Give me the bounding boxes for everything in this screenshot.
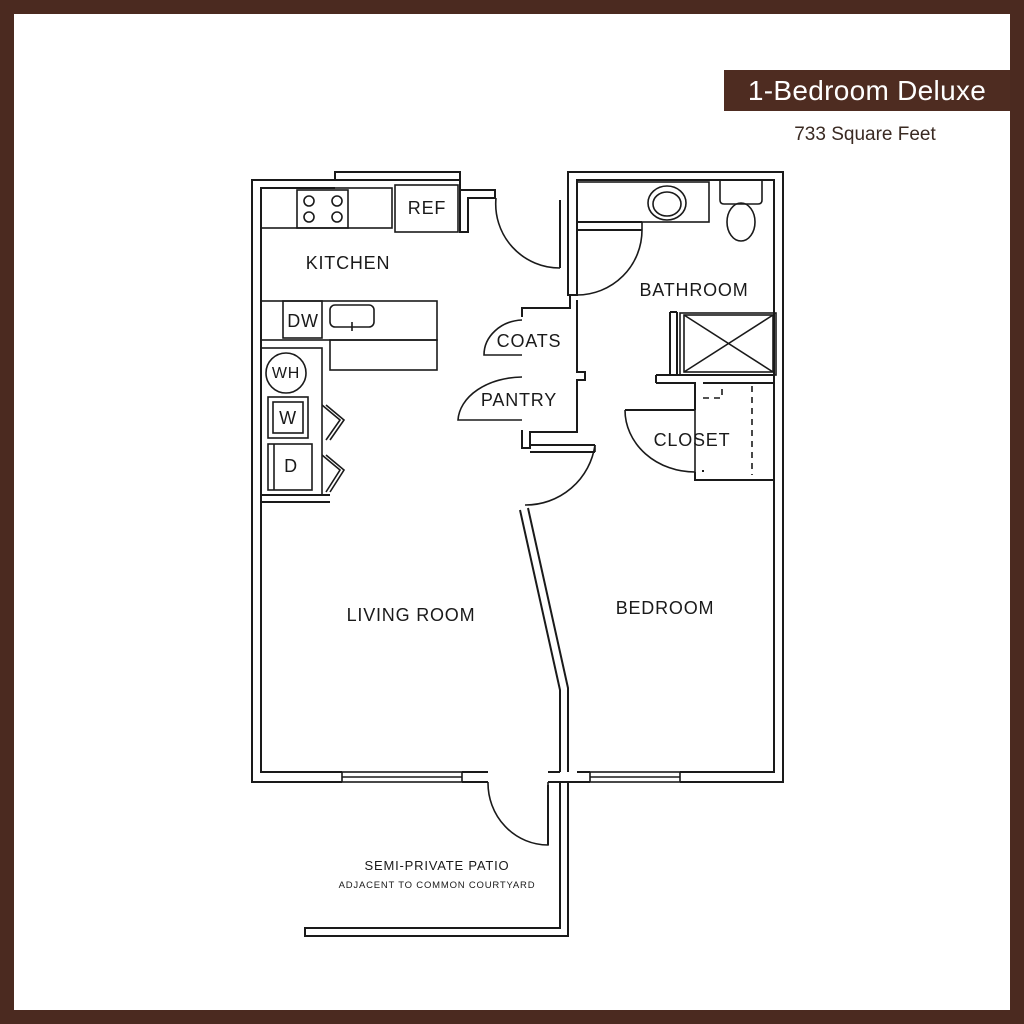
patio-door-swing [487, 781, 549, 846]
label-bathroom: BATHROOM [639, 280, 748, 300]
label-patio: SEMI-PRIVATE PATIO [365, 858, 510, 873]
label-d: D [284, 456, 298, 476]
interior-walls [519, 200, 774, 772]
dryer [267, 443, 313, 491]
bathroom-door-swing [576, 229, 643, 296]
bathroom-fixtures [576, 180, 777, 475]
bathroom-sink-icon [647, 185, 687, 221]
entry-door-swing [494, 197, 561, 269]
vanity [576, 181, 710, 223]
dishwasher [282, 300, 323, 339]
coats-door-swing [483, 319, 523, 356]
label-closet: CLOSET [654, 430, 731, 450]
doors [321, 197, 696, 846]
kitchen-counter [260, 187, 393, 229]
stove [296, 189, 349, 229]
patio-walls [304, 782, 569, 937]
pantry-door-swing [457, 376, 523, 421]
shower [679, 312, 777, 376]
closet-shelf-dashed [703, 386, 753, 475]
label-wh: WH [272, 365, 300, 382]
label-kitchen: KITCHEN [306, 253, 391, 273]
label-bedroom: BEDROOM [616, 598, 715, 618]
square-footage: 733 Square Feet [794, 124, 936, 145]
label-w: W [279, 408, 297, 428]
breakfast-bar [329, 339, 438, 371]
laundry-bifold-doors [321, 404, 342, 493]
label-patio-note: ADJACENT TO COMMON COURTYARD [339, 880, 536, 891]
label-ref: REF [408, 198, 446, 218]
bedroom-door-swing [524, 444, 596, 506]
plan-title: 1-Bedroom Deluxe [724, 70, 1010, 111]
closet-door-swing [624, 409, 696, 473]
label-dw: DW [287, 311, 319, 331]
label-living-room: LIVING ROOM [347, 605, 476, 625]
washer [267, 396, 309, 439]
toilet-icon [726, 202, 756, 242]
label-pantry: PANTRY [481, 390, 557, 410]
refrigerator [394, 184, 459, 233]
kitchen-fixtures [260, 184, 459, 503]
floor-plan-page: 1-Bedroom Deluxe 733 Square Feet [14, 14, 1010, 1010]
water-heater [265, 352, 307, 394]
toilet-tank [719, 180, 763, 205]
label-coats: COATS [497, 331, 562, 351]
